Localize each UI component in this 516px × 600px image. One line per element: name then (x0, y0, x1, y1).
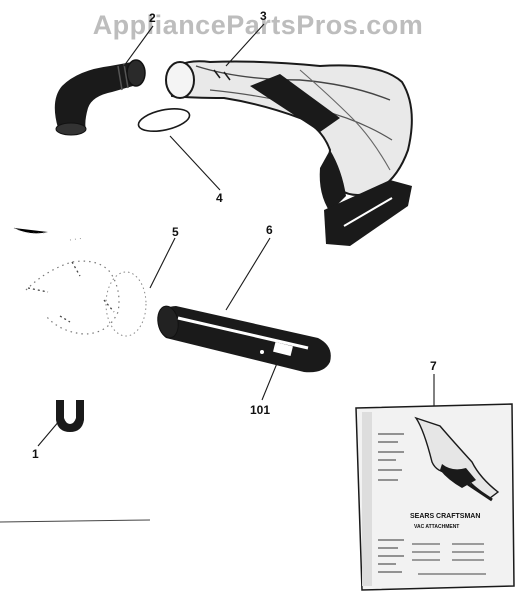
manual-subtitle-text: VAC ATTACHMENT (414, 524, 459, 530)
callout-part-101: 101 (250, 403, 270, 417)
part-o-ring (137, 108, 191, 132)
part-elbow-hose (54, 59, 146, 136)
part-crevice-tool (157, 305, 331, 373)
manual-brand-text: SEARS CRAFTSMAN (410, 513, 480, 520)
callout-part-4: 4 (216, 191, 223, 205)
part-dust-bag (165, 60, 413, 246)
leader-lines (37, 23, 435, 447)
callout-part-2: 2 (149, 11, 156, 25)
callout-part-5: 5 (172, 225, 179, 239)
watermark-text: AppliancePartsPros.com (92, 10, 424, 40)
callout-part-6: 6 (266, 223, 273, 237)
part-instruction-manual: SEARS CRAFTSMAN VAC ATTACHMENT (355, 403, 515, 591)
part-dotted-fitting (13, 227, 147, 337)
baseline-line (0, 519, 151, 523)
part-u-clip (56, 400, 84, 432)
callout-part-3: 3 (260, 9, 267, 23)
callout-part-1: 1 (32, 447, 39, 461)
callout-part-7: 7 (430, 359, 437, 373)
